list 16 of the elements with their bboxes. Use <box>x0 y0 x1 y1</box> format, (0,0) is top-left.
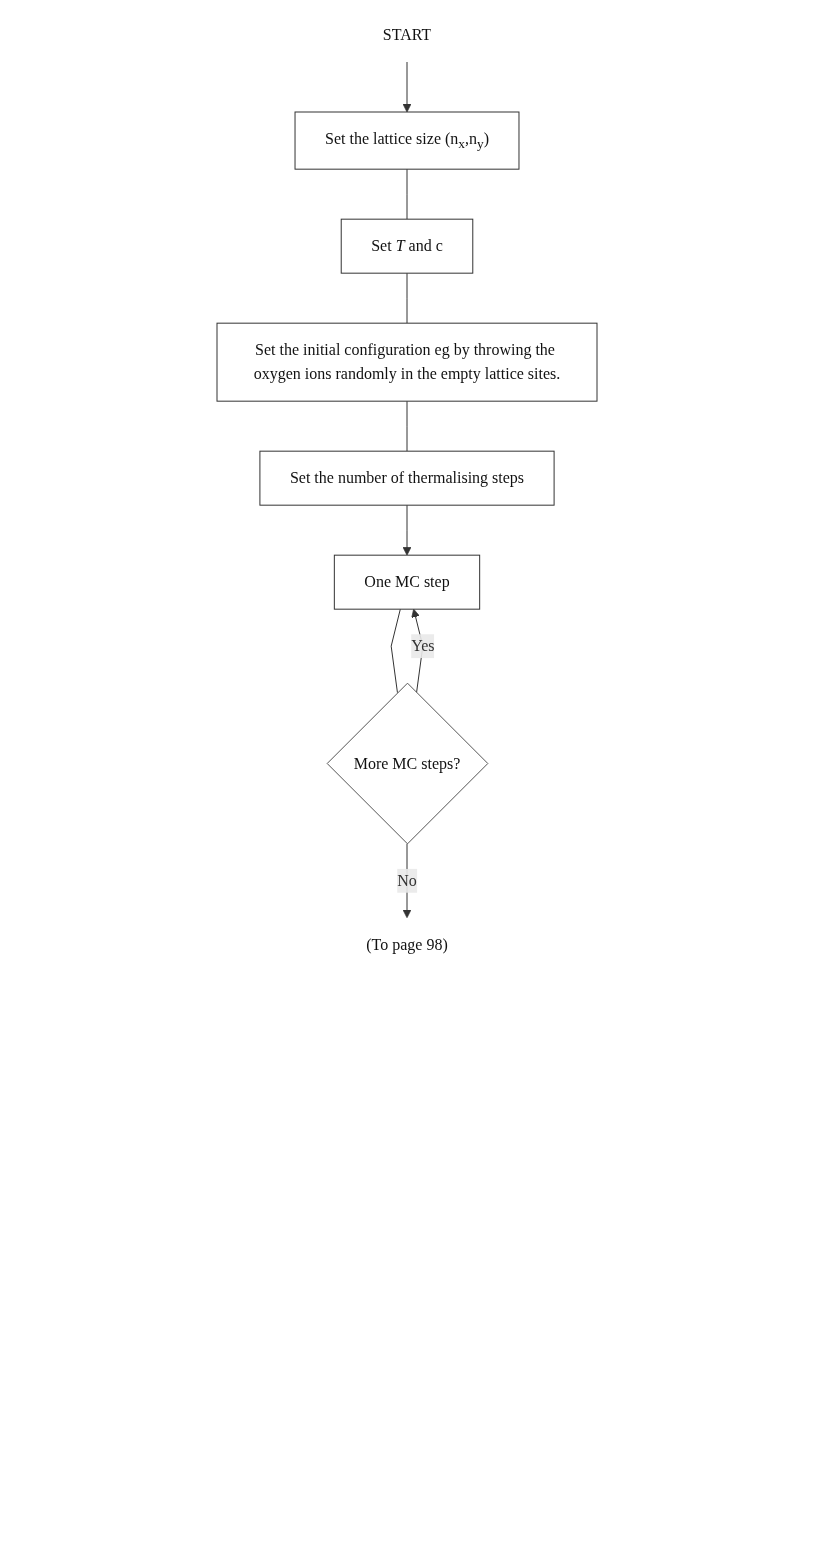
connector <box>390 608 401 694</box>
connector <box>406 272 408 324</box>
edge-label: No <box>397 871 417 889</box>
node-box: One MC step <box>333 554 481 610</box>
node-box: Set the lattice size (n$_{x}$,n$_{y}$) <box>294 111 520 170</box>
edge-label: Yes <box>411 637 435 655</box>
node-box: Set the number of thermalising steps <box>259 450 555 506</box>
node-diamond: More MC steps? <box>326 682 489 845</box>
node-text: (To page 98) <box>366 935 448 953</box>
node-box: Set T and c <box>340 218 474 274</box>
node-box: Set the initial configuration eg by throwing the oxygen ions randomly in the empty lattice sites. <box>216 322 598 402</box>
connector <box>406 168 408 220</box>
node-text: START <box>382 26 432 43</box>
connector <box>406 400 408 452</box>
arrow <box>402 504 412 556</box>
arrow <box>402 61 412 113</box>
